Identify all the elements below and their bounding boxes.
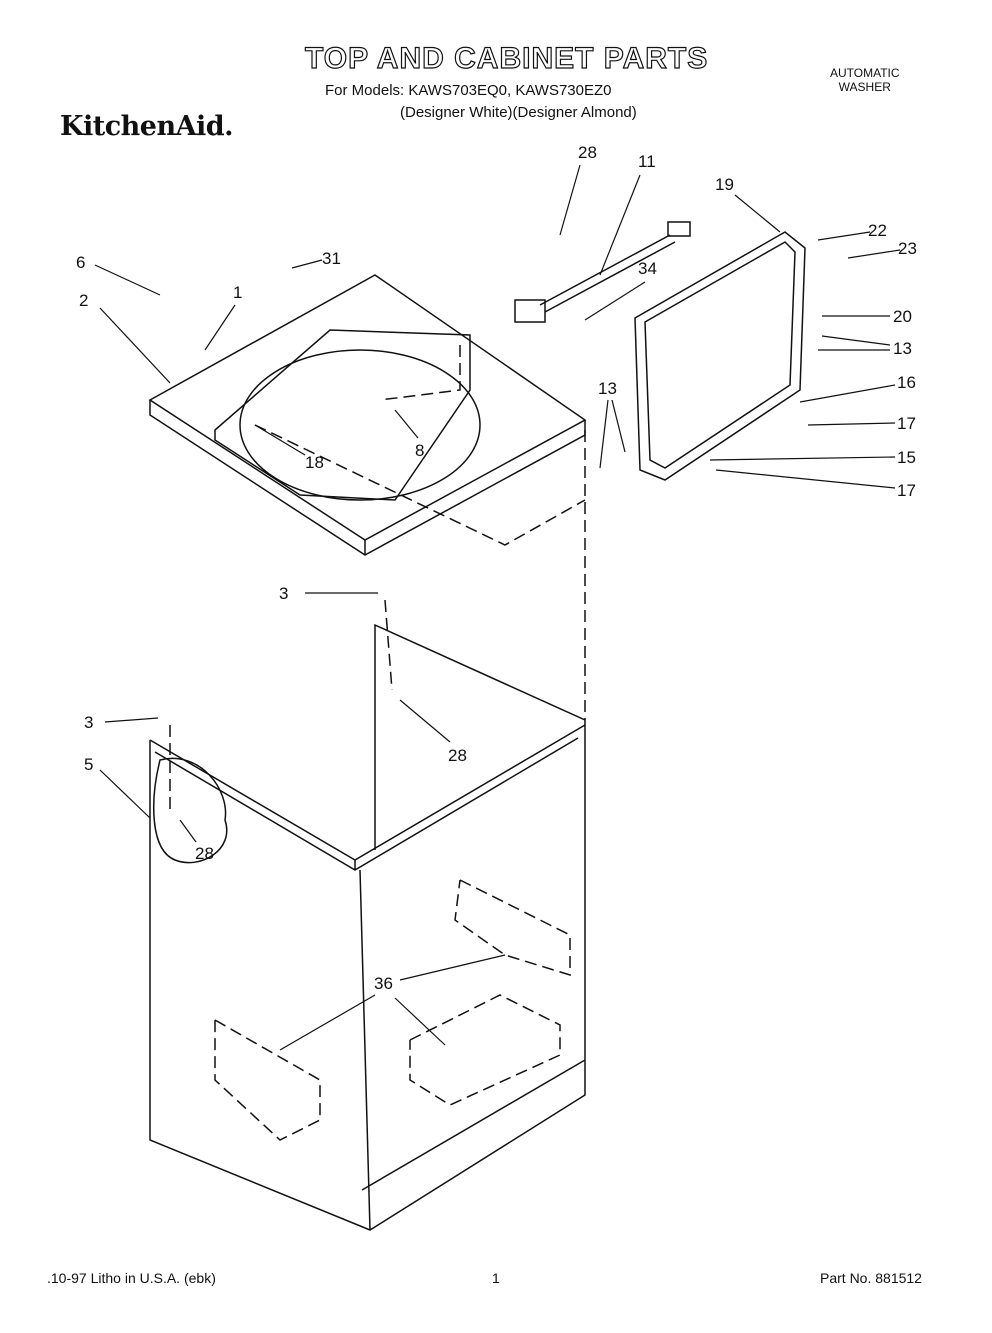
callout-13: 13	[598, 379, 617, 398]
callout-36: 36	[374, 974, 393, 993]
callout-11: 11	[638, 152, 656, 171]
callout-3: 3	[279, 584, 288, 603]
callout-34: 34	[638, 259, 657, 278]
dashed-guides	[169, 345, 586, 1141]
callout-labels: 28 11 19 22 23 20 13 16 17 15 17 13 34 3…	[76, 143, 917, 993]
product-line-1: AUTOMATIC	[830, 66, 900, 80]
cabinet	[149, 623, 586, 1231]
rear-panel	[634, 231, 806, 481]
callout-6: 6	[76, 253, 85, 272]
callout-17: 17	[897, 414, 916, 433]
callout-19: 19	[715, 175, 734, 194]
callout-17: 17	[897, 481, 916, 500]
washer-top	[148, 274, 587, 556]
callout-13: 13	[893, 339, 912, 358]
footer-litho: .10-97 Litho in U.S.A. (ebk)	[47, 1270, 216, 1286]
callout-22: 22	[868, 221, 887, 240]
product-type: AUTOMATIC WASHER	[830, 66, 900, 94]
colors-line: (Designer White)(Designer Almond)	[400, 104, 637, 121]
callout-15: 15	[897, 448, 916, 467]
callout-20: 20	[893, 307, 912, 326]
callout-1: 1	[233, 283, 242, 302]
models-line: For Models: KAWS703EQ0, KAWS730EZ0	[325, 82, 612, 99]
callout-23: 23	[898, 239, 917, 258]
callout-16: 16	[897, 373, 916, 392]
callout-28: 28	[448, 746, 467, 765]
footer-part-number: Part No. 881512	[820, 1270, 922, 1286]
footer-page-number: 1	[492, 1270, 500, 1286]
callout-2: 2	[79, 291, 88, 310]
callout-18: 18	[305, 453, 324, 472]
page-title: TOP AND CABINET PARTS	[304, 41, 709, 75]
callout-28: 28	[578, 143, 597, 162]
callout-28: 28	[195, 844, 214, 863]
callout-3: 3	[84, 713, 93, 732]
callout-leaders	[94, 164, 901, 1051]
wire-harness	[514, 221, 691, 323]
callout-31: 31	[322, 249, 341, 268]
brand-logo: KitchenAid.	[60, 111, 234, 142]
callout-8: 8	[415, 441, 424, 460]
product-line-2: WASHER	[838, 80, 891, 94]
callout-5: 5	[84, 755, 93, 774]
